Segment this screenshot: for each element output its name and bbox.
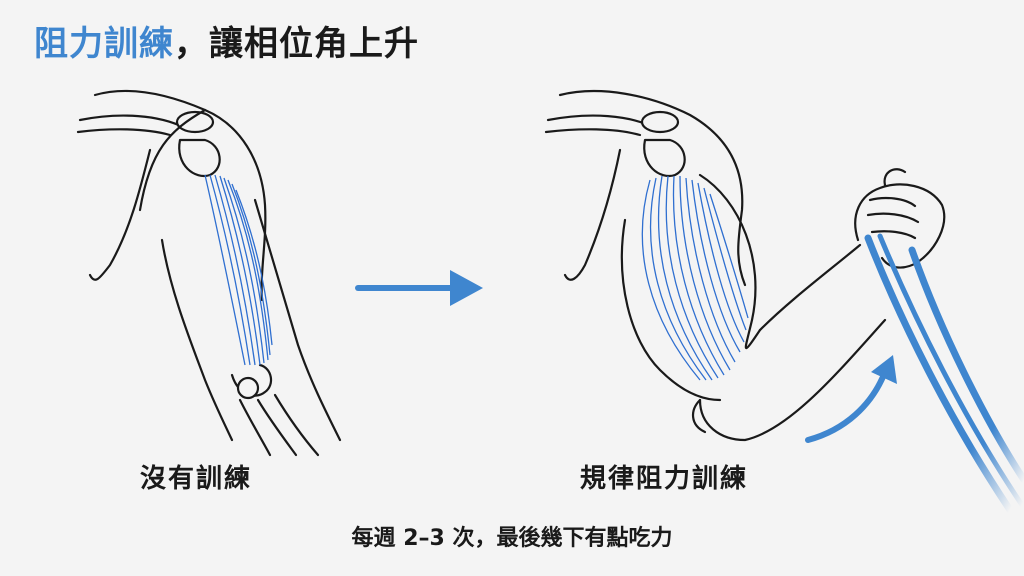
untrained-muscle-fibers [204, 174, 273, 366]
resistance-band [864, 233, 1024, 514]
trained-muscle-fibers [641, 175, 749, 381]
trained-arm [544, 89, 946, 442]
arrow-right-icon [355, 270, 483, 306]
label-trained: 規律阻力訓練 [580, 464, 749, 494]
label-untrained: 沒有訓練 [140, 464, 253, 494]
title-rest: ，讓相位角上升 [174, 24, 419, 64]
curved-arrow-icon [805, 355, 897, 443]
untrained-arm [76, 89, 342, 457]
title-accent: 阻力訓練 [34, 24, 174, 64]
caption: 每週 2–3 次，最後幾下有點吃力 [351, 526, 673, 551]
page-title: 阻力訓練，讓相位角上升 [34, 16, 419, 65]
